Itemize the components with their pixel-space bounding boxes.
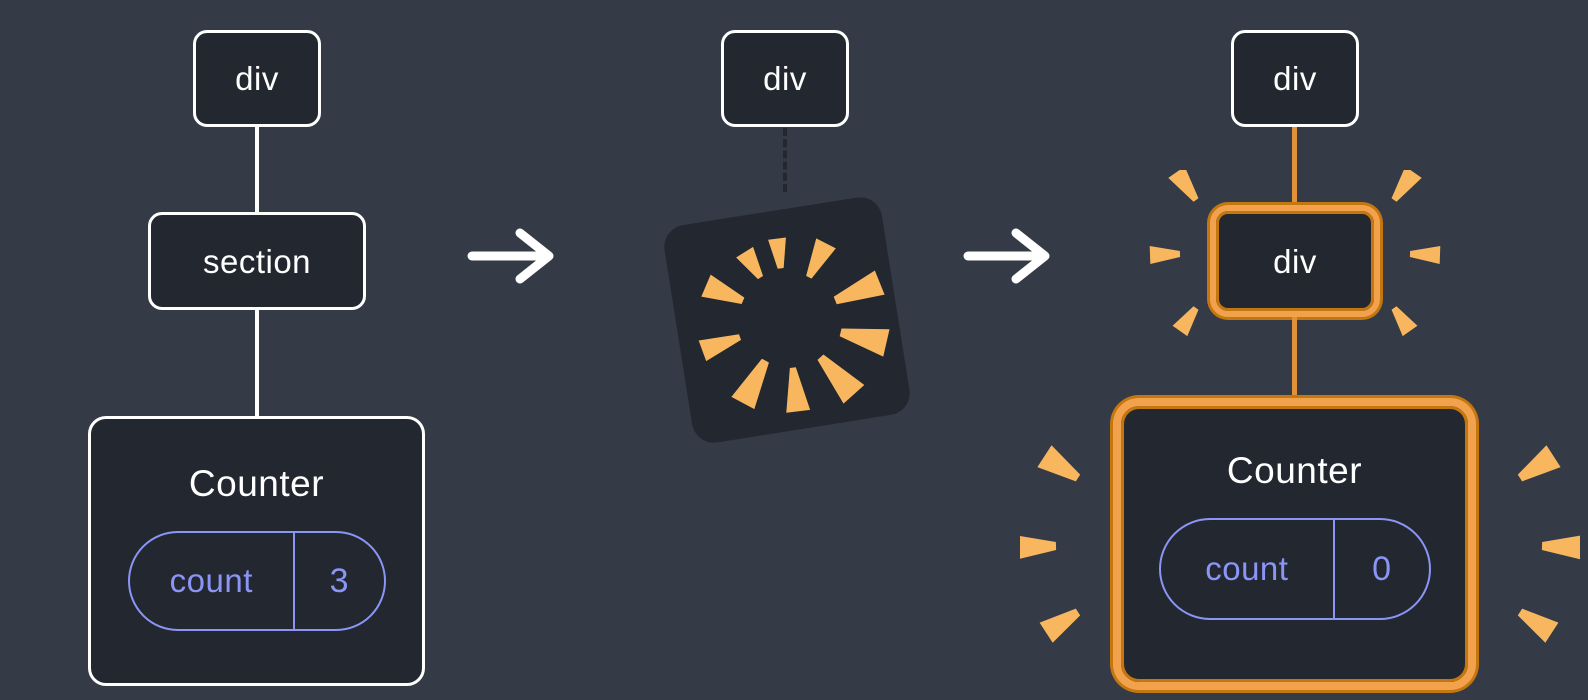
tree-node-section-before: section	[148, 212, 366, 310]
tree-node-div-after-root-label: div	[1273, 60, 1317, 97]
tree-connector-after-1	[1292, 127, 1297, 207]
tree-node-div-after-recreated: div	[1210, 205, 1380, 317]
tree-connector-before-1	[255, 127, 259, 212]
state-key-before: count	[130, 533, 296, 629]
component-title-before: Counter	[188, 463, 325, 504]
tree-node-div-transition: div	[721, 30, 849, 127]
tree-node-div-before-label: div	[235, 60, 279, 97]
component-node-counter-after: Counter count 0	[1113, 398, 1476, 690]
tree-node-div-transition-label: div	[763, 60, 807, 97]
poof-destroyed-node-icon	[664, 197, 910, 443]
state-value-before: 3	[329, 561, 349, 600]
state-value-after: 0	[1372, 549, 1392, 588]
sparkle-rays-counter-icon	[1020, 445, 1580, 643]
state-pill-after: count 0	[1158, 518, 1431, 620]
arrow-right-icon	[963, 228, 1050, 284]
arrow-right-icon	[467, 228, 554, 284]
tree-node-div-after-root: div	[1231, 30, 1359, 127]
tree-node-section-before-label: section	[202, 242, 312, 280]
state-pill-before: count 3	[127, 531, 386, 631]
component-title-after: Counter	[1226, 450, 1363, 491]
state-key-after: count	[1161, 520, 1336, 618]
tree-connector-dashed	[783, 128, 787, 192]
tree-node-div-after-recreated-label: div	[1273, 242, 1317, 280]
tree-connector-after-2	[1292, 317, 1297, 400]
tree-connector-before-2	[255, 310, 259, 416]
component-node-counter-before: Counter count 3	[88, 416, 425, 686]
sparkle-rays-div-icon	[1149, 170, 1441, 337]
tree-node-div-before: div	[193, 30, 321, 127]
